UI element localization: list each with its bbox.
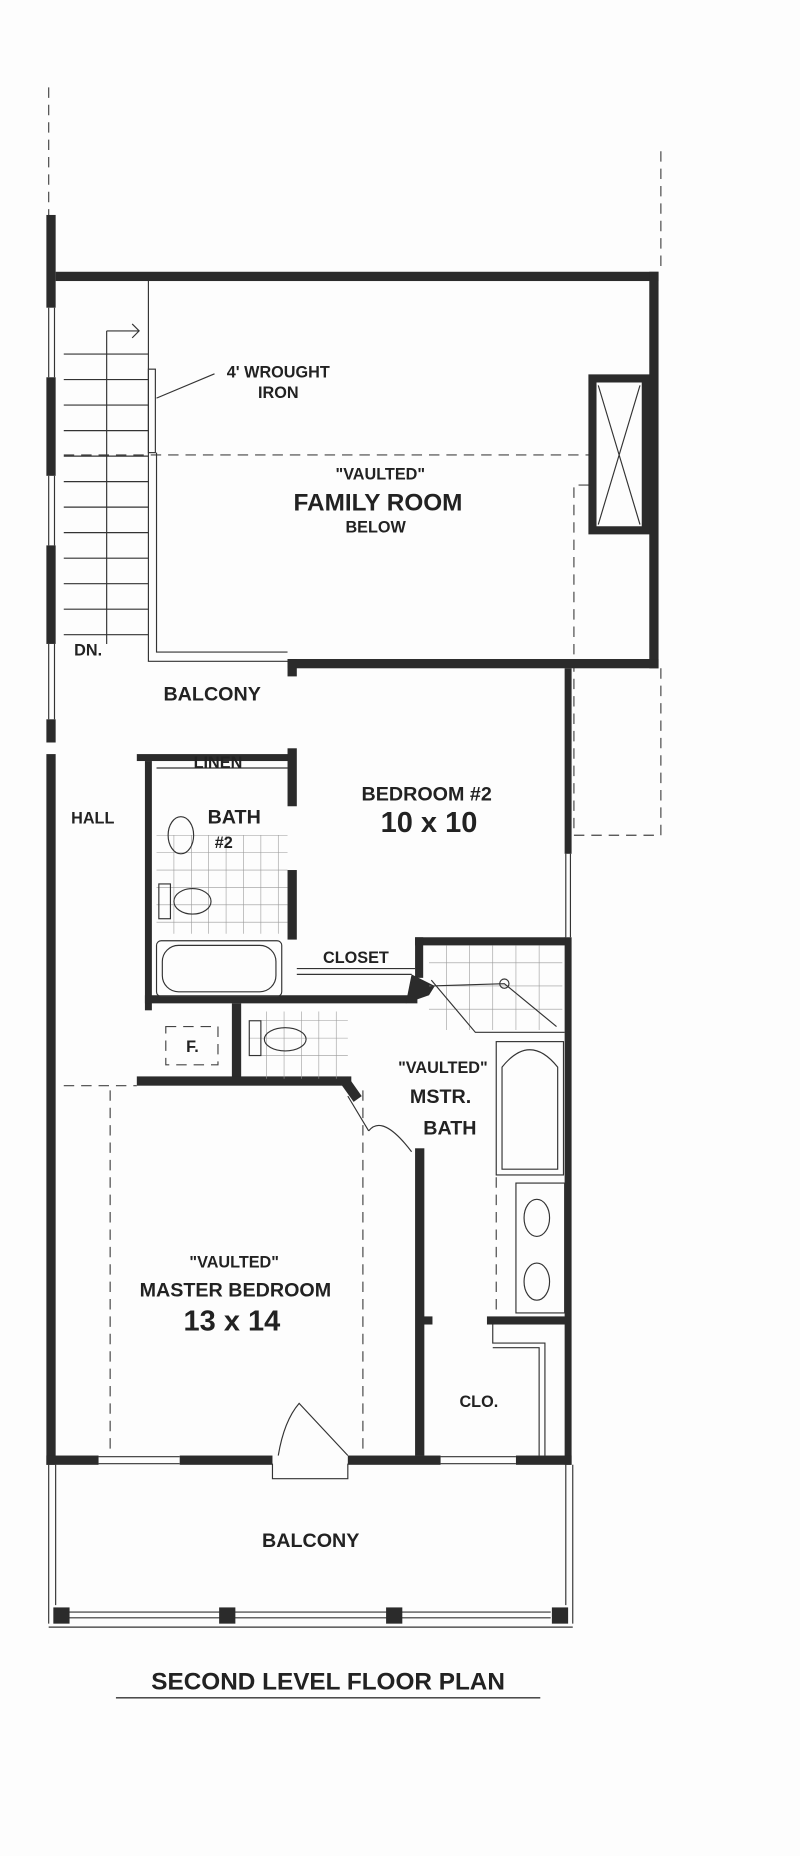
furnace-label: F. (186, 1038, 199, 1056)
bedroom2-label: BEDROOM #2 (362, 783, 492, 805)
linen-label: LINEN (194, 754, 243, 772)
staircase (63, 281, 288, 662)
wrought-iron-label: 4' WROUGHT (227, 363, 330, 381)
post (386, 1607, 403, 1624)
toilet-tank-icon (158, 883, 172, 920)
hall-label: HALL (71, 810, 114, 828)
wrought-iron-railing (147, 368, 156, 454)
post (219, 1607, 236, 1624)
bathtub-icon (155, 940, 283, 997)
door-swing (271, 1095, 413, 1480)
furnace-icon (165, 1025, 219, 1066)
bath2-tiles (156, 834, 288, 934)
fixtures (155, 816, 566, 1480)
wrought-iron-label-2: IRON (258, 384, 299, 402)
mbath-label-2: BATH (423, 1117, 476, 1139)
family-below: BELOW (345, 519, 406, 537)
post (53, 1607, 70, 1624)
bath2-label: BATH (208, 807, 261, 829)
dashed-outlines (48, 87, 662, 836)
master-tub-icon (495, 1041, 565, 1176)
master-bedroom-size: 13 x 14 (184, 1305, 281, 1337)
sink-icon (523, 1198, 551, 1237)
room-labels: 4' WROUGHT IRON "VAULTED" FAMILY ROOM BE… (71, 363, 498, 1552)
bath2-number: #2 (215, 834, 233, 852)
balcony-upper-label: BALCONY (163, 684, 260, 706)
sink-icon (167, 816, 195, 855)
post (551, 1607, 569, 1624)
toilet-icon (263, 1027, 307, 1052)
bedroom2-size: 10 x 10 (381, 807, 478, 839)
mbath-vaulted: "VAULTED" (398, 1059, 488, 1077)
toilet-icon (173, 888, 212, 915)
closet-label: CLOSET (323, 949, 389, 967)
plan-title: SECOND LEVEL FLOOR PLAN (151, 1669, 505, 1696)
shower-icon (428, 945, 565, 1033)
mbath-label: MSTR. (410, 1086, 471, 1108)
sink-icon (523, 1262, 551, 1301)
fireplace (588, 374, 650, 535)
stairs-down-label: DN. (74, 642, 102, 660)
master-bedroom-label: MASTER BEDROOM (140, 1280, 332, 1302)
exterior-walls (46, 214, 659, 1465)
clo-label: CLO. (459, 1393, 498, 1411)
balcony-railing (48, 1464, 574, 1628)
family-room-label: FAMILY ROOM (293, 490, 462, 517)
toilet-tank-icon (248, 1020, 262, 1057)
balcony-lower-label: BALCONY (262, 1530, 359, 1552)
family-vaulted: "VAULTED" (336, 465, 426, 483)
interior-walls (63, 748, 569, 1456)
mbed-vaulted: "VAULTED" (189, 1254, 279, 1272)
